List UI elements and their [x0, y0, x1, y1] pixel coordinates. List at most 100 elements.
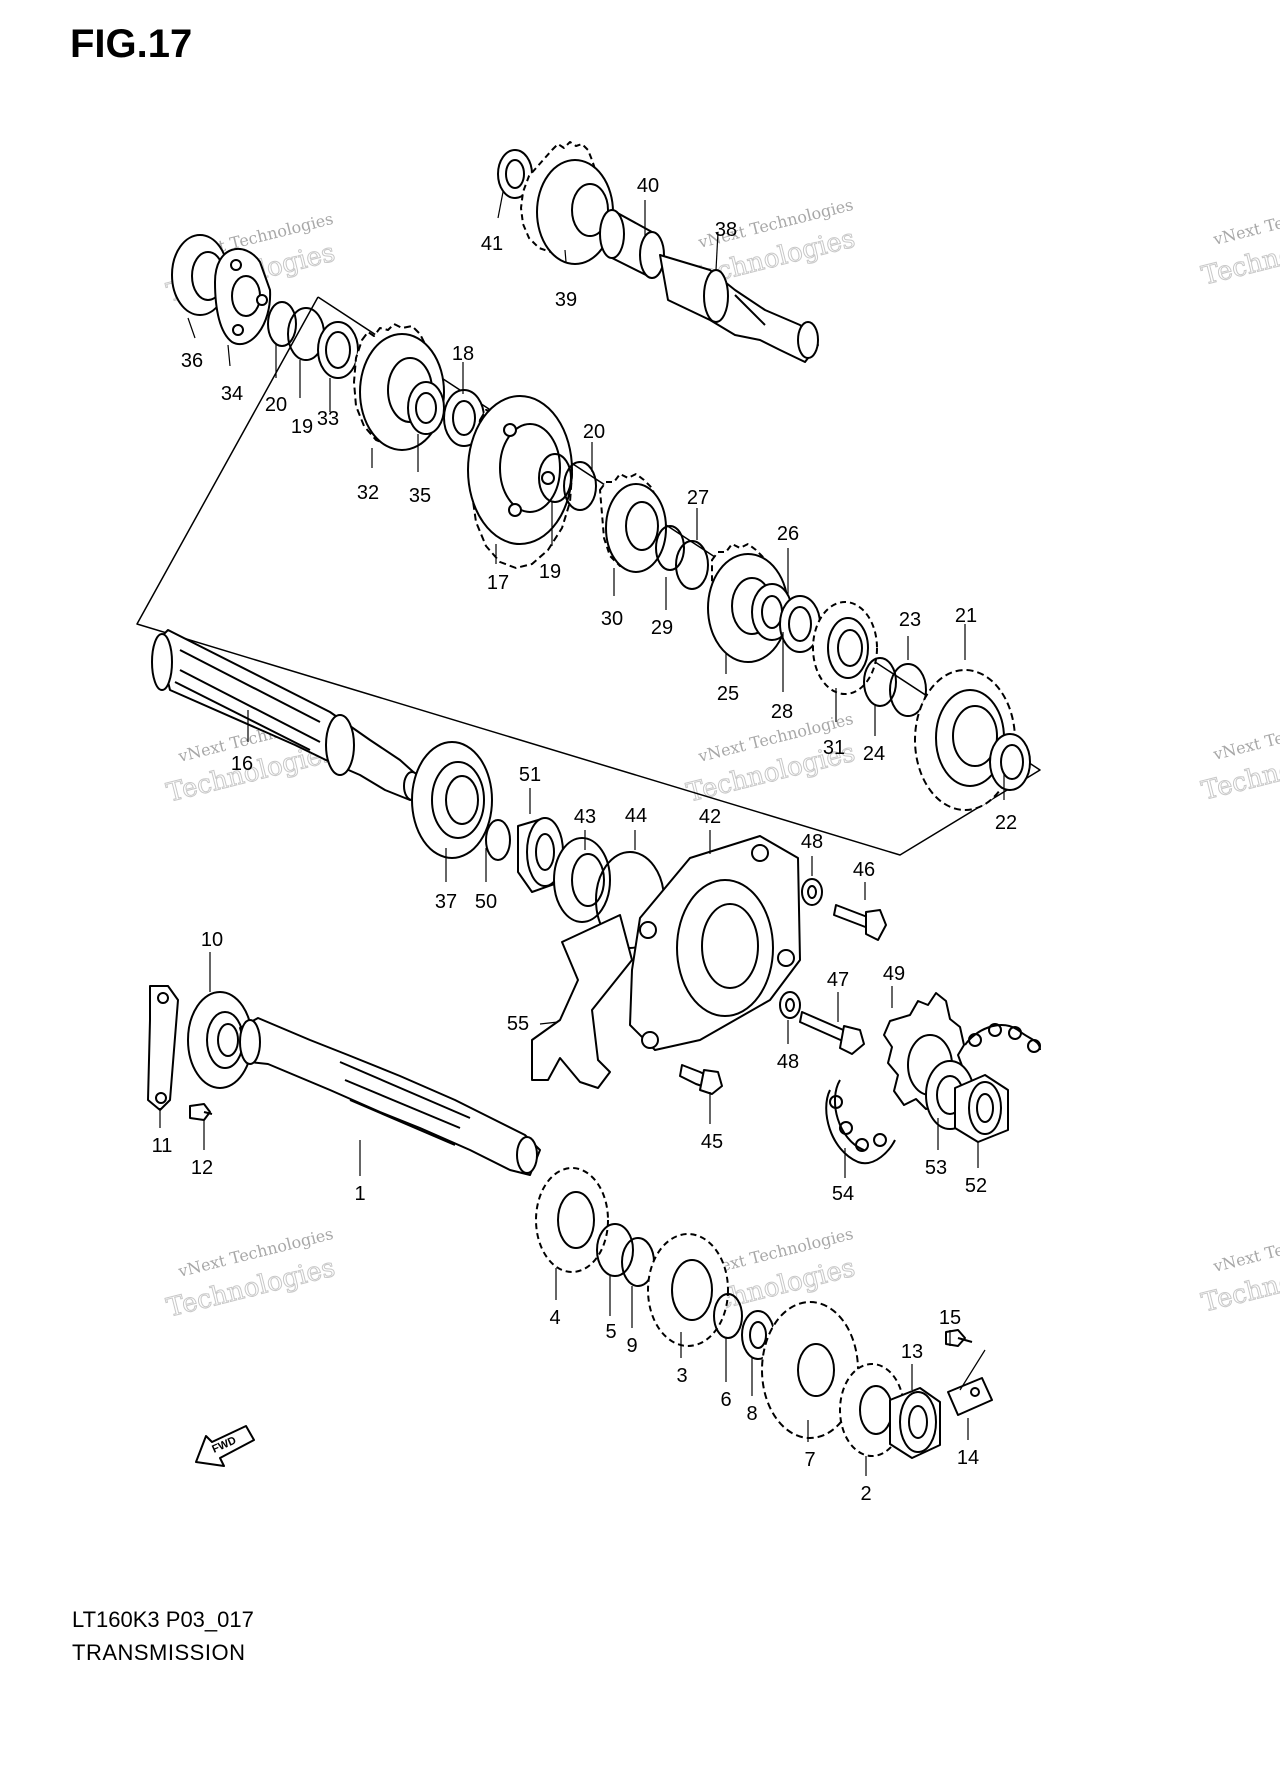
callout-53: 53 [925, 1157, 947, 1179]
callout-40: 40 [637, 175, 659, 197]
circlip-27 [655, 525, 685, 571]
washer-29 [675, 540, 709, 590]
callout-20b: 20 [583, 421, 605, 443]
svg-text:vNext Technologies: vNext Technologies [1210, 1219, 1280, 1276]
gear-4 [535, 1167, 609, 1273]
gear-2 [839, 1363, 905, 1457]
callout-39: 39 [555, 289, 577, 311]
callout-47: 47 [827, 969, 849, 991]
svg-text:vNext Technologies: vNext Technologies [1210, 192, 1280, 249]
shaft-1 [239, 1017, 541, 1176]
callout-labels: 41 39 40 38 36 34 20 19 33 32 35 18 17 2… [152, 175, 1018, 1505]
bolt-15 [945, 1329, 973, 1347]
callout-38: 38 [715, 219, 737, 241]
bracket-14 [947, 1377, 993, 1416]
gear-31 [812, 601, 878, 695]
gear-34 [214, 247, 272, 345]
callout-20: 20 [265, 394, 287, 416]
washer-35 [407, 381, 445, 435]
washer-33 [317, 321, 359, 379]
circlip-20b [563, 461, 597, 511]
callout-15: 15 [939, 1307, 961, 1329]
callout-35: 35 [409, 485, 431, 507]
callout-42: 42 [699, 806, 721, 828]
circlip-50 [485, 819, 511, 861]
shaft-16 [151, 629, 421, 801]
section-title: TRANSMISSION [72, 1640, 246, 1664]
shaft-38 [659, 254, 819, 363]
callout-9: 9 [626, 1335, 637, 1357]
callout-17: 17 [487, 572, 509, 594]
circlip-6 [713, 1293, 743, 1339]
bearing-10 [187, 991, 253, 1089]
callout-51: 51 [519, 764, 541, 786]
model-code: LT160K3 P03_017 [72, 1607, 254, 1632]
callout-22: 22 [995, 812, 1017, 834]
callout-27: 27 [687, 487, 709, 509]
callout-10: 10 [201, 929, 223, 951]
callout-54: 54 [832, 1183, 854, 1205]
callout-29: 29 [651, 617, 673, 639]
svg-text:vNext Technologies: vNext Technologies [1210, 707, 1280, 764]
gear-30 [599, 473, 667, 573]
fwd-arrow-icon [195, 1425, 255, 1467]
bushing-22 [989, 733, 1031, 791]
washer-48 [801, 878, 823, 906]
washer-19b [538, 453, 572, 503]
callout-52: 52 [965, 1175, 987, 1197]
callout-7: 7 [804, 1449, 815, 1471]
washer-23 [889, 663, 927, 717]
watermark: vNext Technologies Technologies [1198, 707, 1280, 807]
callout-24: 24 [863, 743, 885, 765]
washer-26 [779, 595, 821, 653]
leader-lines [159, 191, 1005, 1476]
washer-5 [596, 1223, 634, 1277]
circlip-24 [863, 657, 897, 707]
gear-3 [647, 1233, 729, 1347]
bolt-45 [679, 1064, 723, 1095]
callout-3: 3 [676, 1365, 687, 1387]
callout-21: 21 [955, 605, 977, 627]
callout-37: 37 [435, 891, 457, 913]
bushing-18 [443, 389, 485, 447]
callout-18: 18 [452, 343, 474, 365]
callout-43: 43 [574, 806, 596, 828]
callout-4: 4 [549, 1307, 560, 1329]
gear-39 [520, 141, 614, 265]
bracket-55 [531, 914, 633, 1089]
callout-11: 11 [152, 1135, 173, 1157]
callout-44: 44 [625, 805, 647, 827]
callout-33: 33 [317, 408, 339, 430]
washer-48b [779, 991, 801, 1019]
callout-50: 50 [475, 891, 497, 913]
watermark: vNext Technologies Technologies [1198, 192, 1280, 292]
washer-41-hole [505, 159, 525, 189]
callout-32: 32 [357, 482, 379, 504]
callout-41: 41 [481, 233, 503, 255]
bolt-46 [833, 904, 887, 941]
callout-48: 48 [801, 831, 823, 853]
callout-49: 49 [883, 963, 905, 985]
callout-55: 55 [507, 1013, 529, 1035]
callout-30: 30 [601, 608, 623, 630]
callout-19b: 19 [539, 561, 561, 583]
callout-28: 28 [771, 701, 793, 723]
bolt-47 [799, 1011, 865, 1055]
nut-52 [954, 1074, 1009, 1143]
callout-14: 14 [957, 1447, 979, 1469]
seal-43 [553, 837, 611, 923]
parts [136, 141, 1041, 1467]
plate-11 [147, 985, 179, 1111]
callout-13: 13 [901, 1341, 923, 1363]
gear-21 [914, 669, 1016, 811]
watermark: vNext Technologies Technologies [163, 1224, 338, 1324]
collar-51 [517, 817, 564, 893]
circlip-20 [267, 301, 297, 347]
callout-12: 12 [191, 1157, 213, 1179]
callout-5: 5 [605, 1321, 616, 1343]
callout-26: 26 [777, 523, 799, 545]
callout-2: 2 [860, 1483, 871, 1505]
figure-title: FIG.17 [70, 22, 193, 66]
seal-13 [889, 1387, 941, 1459]
